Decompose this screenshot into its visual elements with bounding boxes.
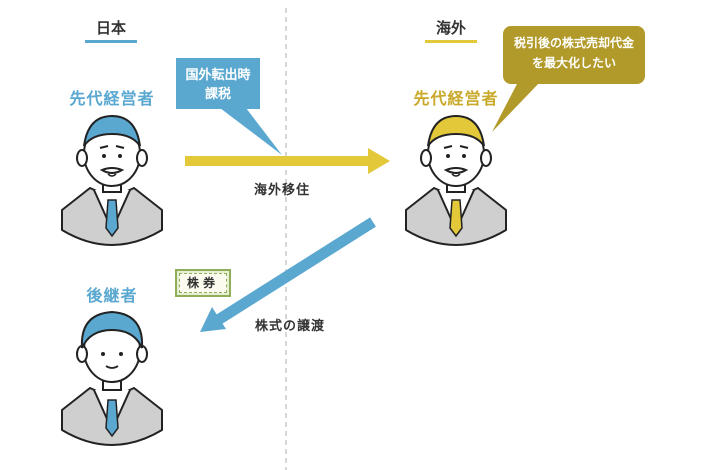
- successor-label: 後継者: [86, 286, 138, 305]
- overseas-underline: [425, 40, 477, 43]
- share-transfer-arrow: [200, 217, 376, 332]
- japan-underline: [85, 40, 137, 43]
- predecessor-japan-label: 先代経営者: [69, 89, 155, 108]
- goal-callout: 税引後の株式売却代金を最大化したい: [503, 26, 645, 84]
- stock-certificate: 株券: [175, 269, 231, 297]
- predecessor-overseas-illustration: [405, 114, 507, 246]
- predecessor-overseas-label: 先代経営者: [413, 89, 499, 108]
- relocation-arrow: [185, 148, 390, 174]
- goal-callout-pointer: [492, 82, 540, 132]
- successor-illustration: [61, 310, 163, 446]
- exit-tax-callout-pointer: [220, 108, 282, 155]
- exit-tax-callout: 国外転出時課税: [176, 58, 260, 109]
- predecessor-japan-illustration: [61, 114, 163, 246]
- share-transfer-label: 株式の譲渡: [254, 319, 325, 334]
- stock-certificate-text: 株券: [179, 273, 227, 293]
- relocation-label: 海外移住: [253, 183, 310, 198]
- region-overseas-label: 海外: [435, 19, 466, 37]
- region-japan-label: 日本: [95, 19, 126, 37]
